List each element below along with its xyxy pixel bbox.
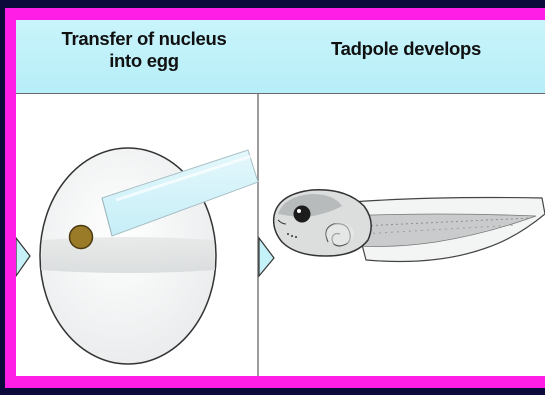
nucleus-illustration	[70, 226, 93, 249]
arrow-chevron-icon	[16, 238, 30, 276]
arrow-chevron-icon	[259, 238, 274, 276]
diagram-illustration	[16, 20, 545, 376]
bottom-border	[5, 388, 545, 395]
tadpole-illustration	[274, 190, 545, 262]
diagram-panel: Transfer of nucleus into egg Tadpole dev…	[16, 20, 545, 376]
